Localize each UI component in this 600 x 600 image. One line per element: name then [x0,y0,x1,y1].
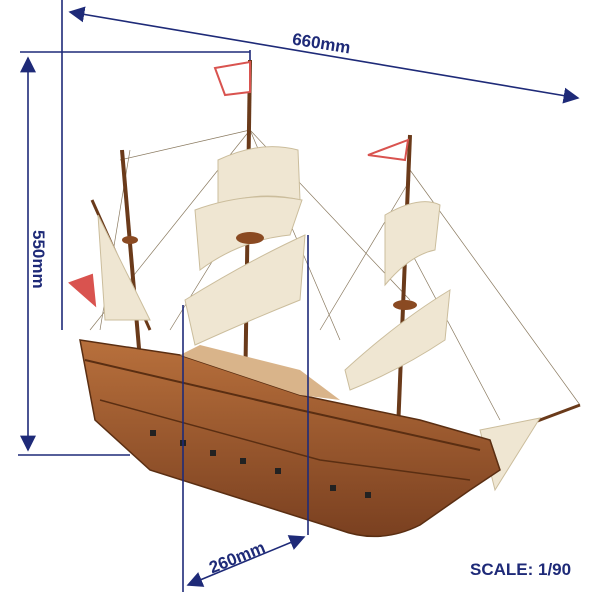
width-arrow [186,535,306,587]
hull [79,339,501,538]
height-label: 550mm [29,230,48,289]
length-arrow [68,6,580,104]
rigging [89,129,581,421]
fighting-tops [122,232,417,310]
dimension-lines [18,0,580,592]
scale-label: SCALE: 1/90 [470,560,572,579]
